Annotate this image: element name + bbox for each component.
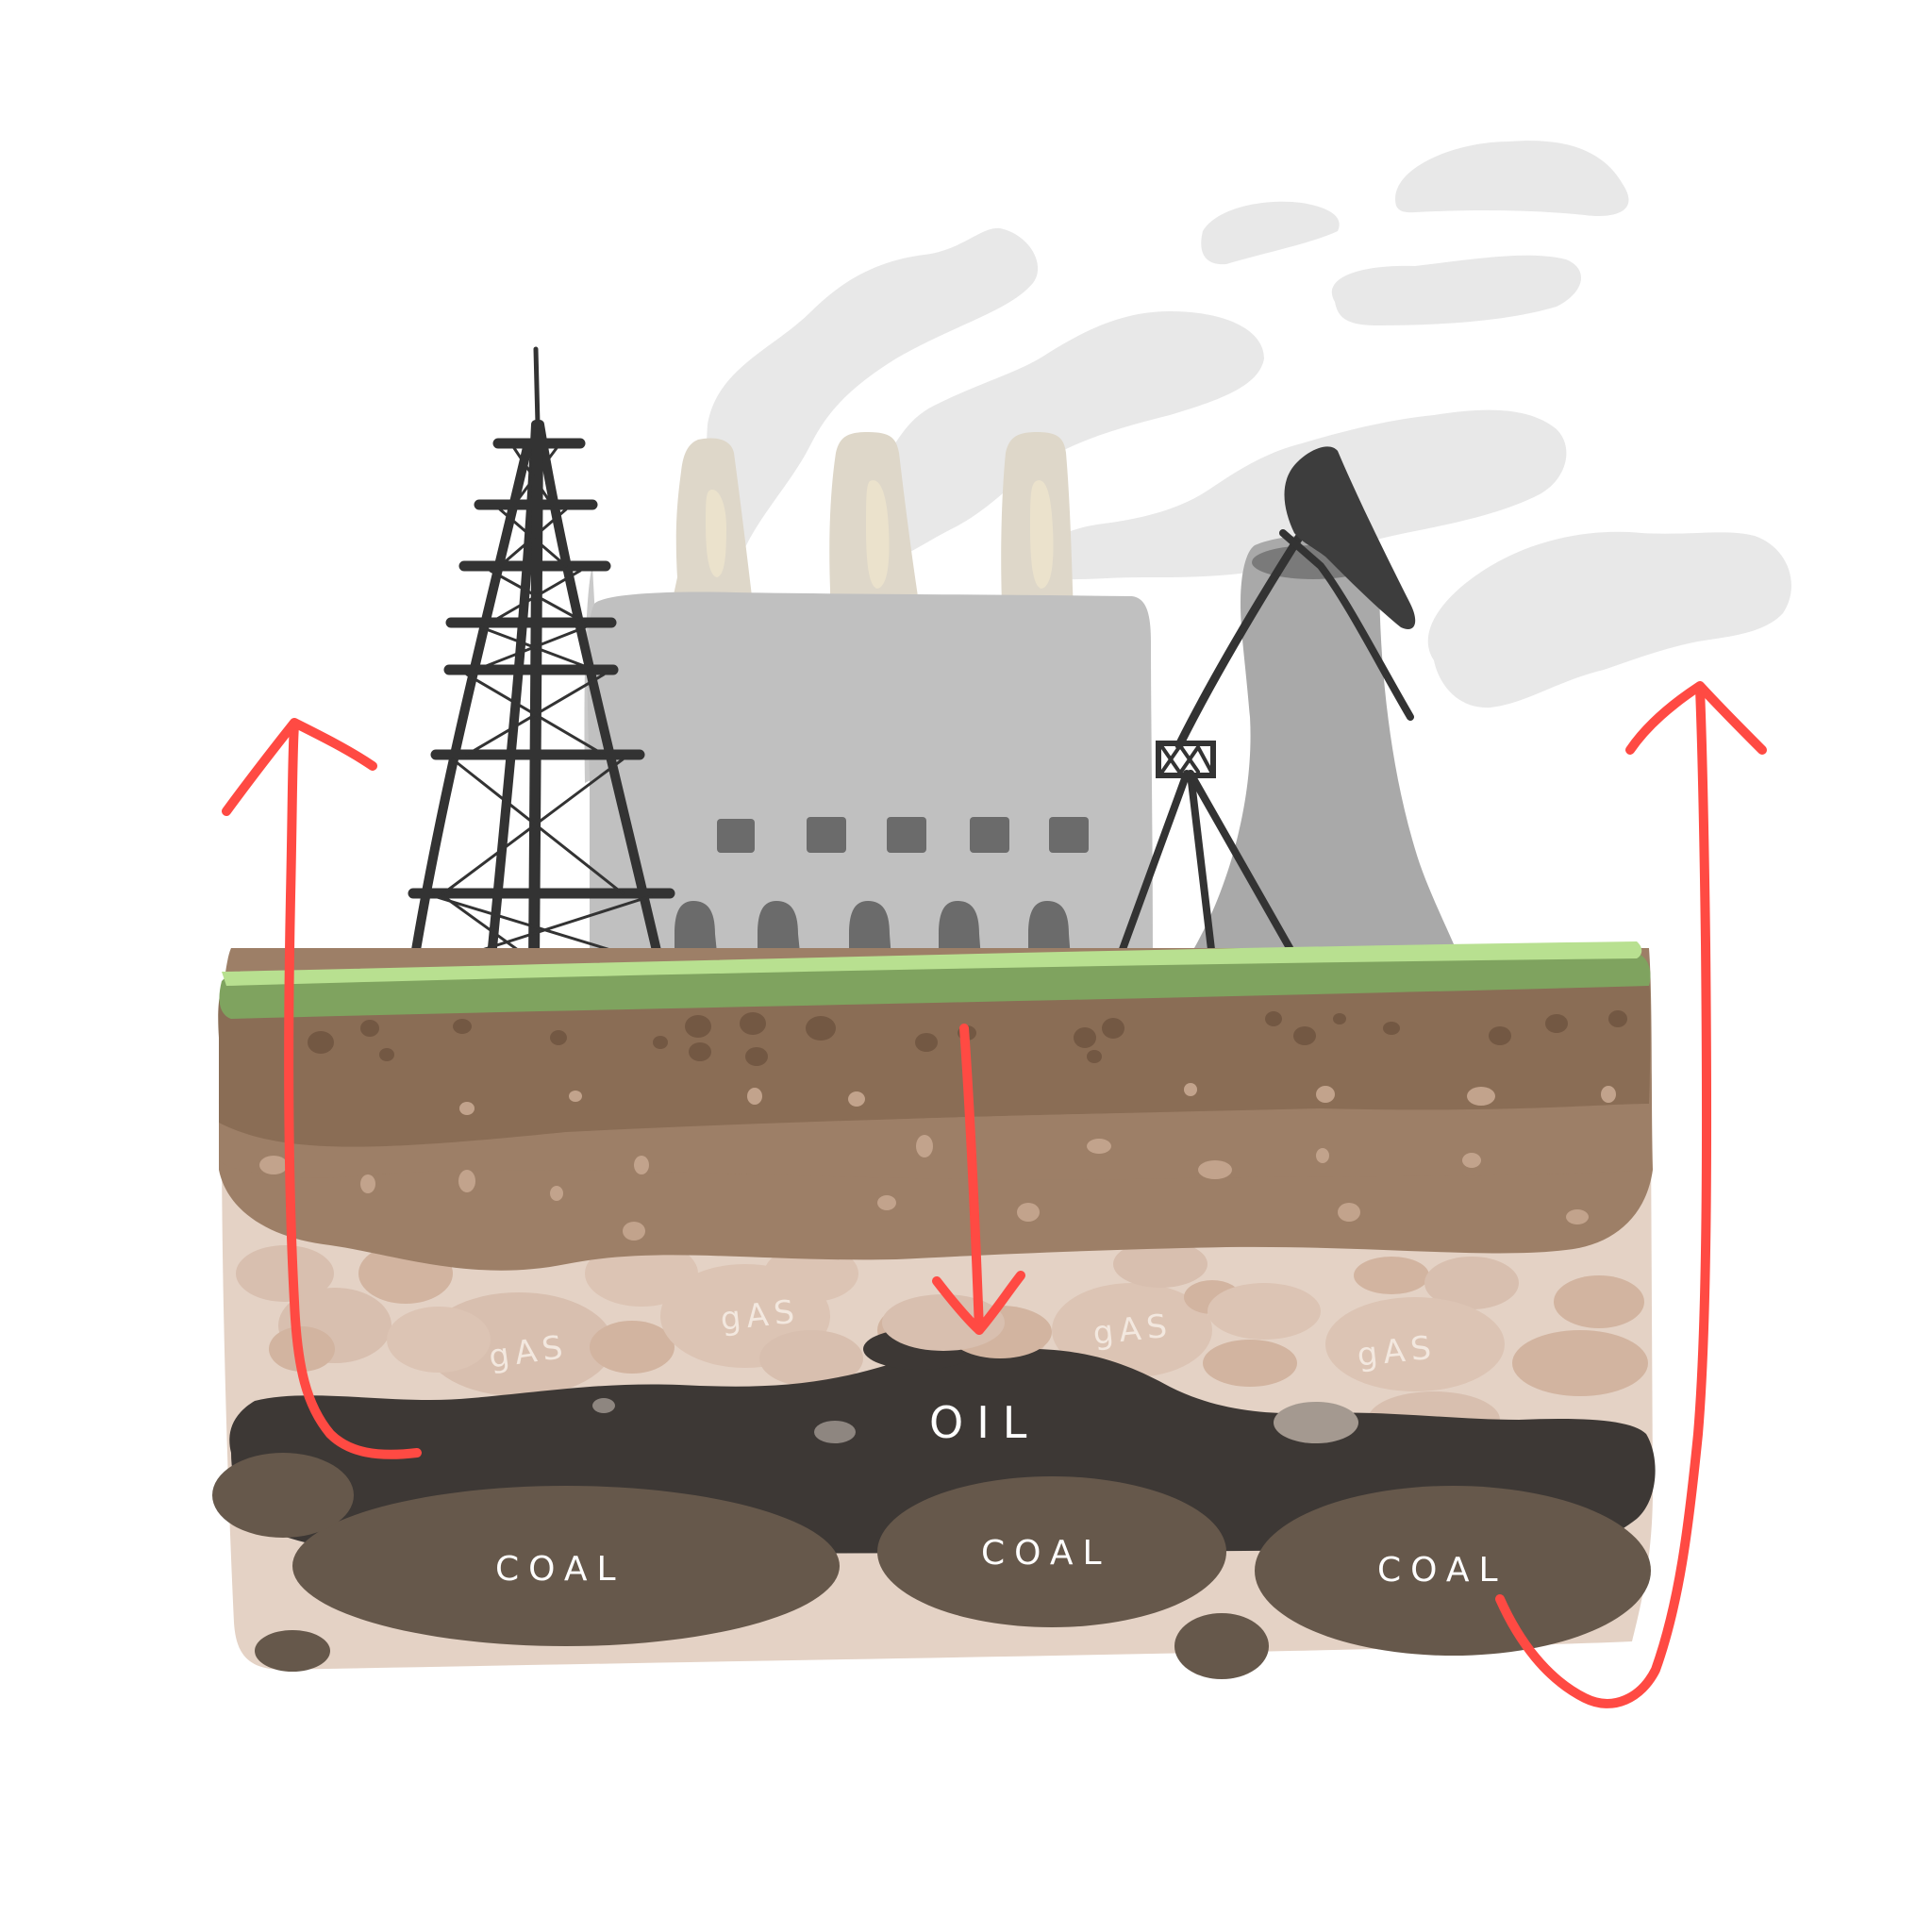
oil-derrick-icon	[408, 346, 675, 973]
coal-label: COAL	[981, 1534, 1111, 1573]
arrow-icon	[222, 681, 1767, 1708]
cooling-tower-icon	[1189, 535, 1457, 958]
oil-label: OIL	[929, 1397, 1040, 1448]
subsoil-pebbles	[259, 1083, 1616, 1241]
coal-label: COAL	[1377, 1551, 1507, 1590]
soil-pebbles	[308, 1010, 1627, 1066]
coal-deposits	[212, 1453, 1651, 1679]
power-plant-icon	[584, 566, 1153, 972]
arrow-right-up	[1495, 684, 1712, 1708]
smokestack-icon	[672, 432, 1074, 613]
arrow-middle-head	[932, 1271, 1025, 1335]
gas-label: gAS	[1356, 1328, 1439, 1374]
arrow-middle-down	[959, 1024, 984, 1335]
coal-labels: COAL COAL COAL	[495, 1534, 1507, 1590]
pumpjack-head-icon	[1284, 446, 1416, 630]
gas-label: gAS	[719, 1292, 802, 1339]
arrow-left-up	[284, 722, 422, 1459]
topsoil-layer	[218, 972, 1651, 1152]
arrow-left-head	[222, 718, 377, 816]
coal-label: COAL	[495, 1550, 625, 1589]
gas-label: gAS	[1091, 1307, 1174, 1353]
arrow-right-head	[1625, 681, 1767, 755]
